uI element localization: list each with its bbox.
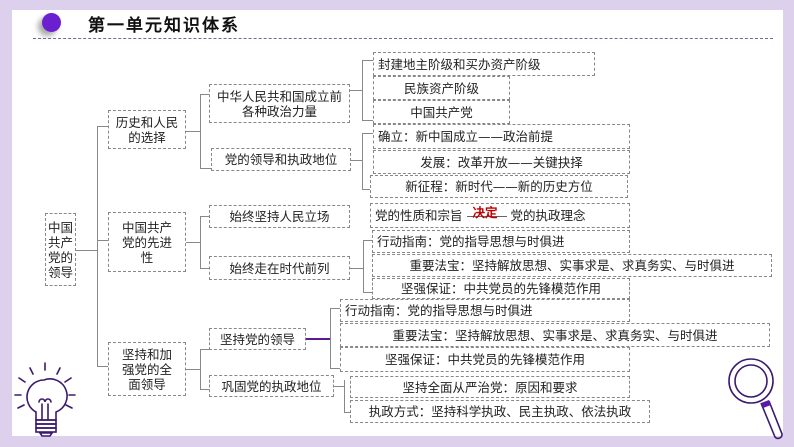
leaf: 坚持全面从严治党：原因和要求 bbox=[350, 376, 630, 398]
leaf: 封建地主阶级和买办资产阶级 bbox=[373, 52, 595, 76]
connector bbox=[344, 380, 345, 412]
connector bbox=[362, 120, 373, 121]
node-keep-pace: 始终走在时代前列 bbox=[209, 256, 350, 280]
relation-label: 决定 bbox=[472, 205, 498, 220]
page-title: 第一单元知识体系 bbox=[88, 16, 240, 36]
connector bbox=[344, 412, 350, 413]
leaf: 坚强保证：中共党员的先锋模范作用 bbox=[340, 347, 630, 372]
connector bbox=[200, 216, 209, 217]
connector bbox=[200, 389, 209, 390]
connector bbox=[97, 126, 108, 127]
connector bbox=[362, 60, 363, 120]
root-node: 中国共产党的领导 bbox=[45, 213, 76, 286]
node-overall-leadership: 坚持和加强党的全面领导 bbox=[108, 342, 186, 396]
connector bbox=[351, 160, 362, 161]
connector bbox=[363, 240, 372, 241]
title-divider bbox=[33, 38, 773, 39]
connector bbox=[200, 94, 209, 95]
leaf: 民族资产阶级 bbox=[373, 76, 510, 100]
node-party-advanced: 中国共产党的先进性 bbox=[108, 212, 186, 272]
connector bbox=[363, 292, 372, 293]
connector bbox=[200, 268, 209, 269]
arrow-line bbox=[466, 216, 507, 217]
connector bbox=[330, 368, 340, 369]
connector bbox=[306, 338, 330, 340]
title-bullet-icon bbox=[42, 13, 61, 32]
connector bbox=[330, 308, 331, 368]
node-people-stance: 始终坚持人民立场 bbox=[209, 205, 350, 228]
leaf: 新征程：新时代——新的历史方位 bbox=[370, 175, 628, 198]
leaf: 行动指南：党的指导思想与时俱进 bbox=[372, 230, 630, 253]
connector bbox=[200, 349, 209, 350]
leaf: 坚强保证：中共党员的先锋模范作用 bbox=[372, 278, 630, 299]
relation-arrow: 决定 bbox=[463, 205, 511, 220]
connector bbox=[186, 131, 200, 132]
connector bbox=[350, 90, 362, 91]
connector bbox=[362, 60, 373, 61]
relation-right: 党的执政理念 bbox=[510, 208, 586, 223]
connector bbox=[334, 386, 344, 387]
magnifier-icon bbox=[728, 358, 783, 440]
leaf: 确立：新中国成立——政治前提 bbox=[373, 124, 630, 149]
node-history-choice: 历史和人民的选择 bbox=[108, 110, 186, 149]
leaf: 重要法宝：坚持解放思想、实事求是、求真务实、与时俱进 bbox=[372, 254, 772, 277]
leaf: 中国共产党 bbox=[373, 100, 510, 124]
connector bbox=[200, 349, 201, 389]
leaf: 发展：改革开放——关键抉择 bbox=[373, 150, 630, 174]
connector bbox=[363, 240, 364, 292]
connector bbox=[200, 94, 201, 168]
connector bbox=[76, 250, 97, 251]
connector bbox=[362, 133, 363, 189]
node-consolidate-status: 巩固党的执政地位 bbox=[209, 375, 334, 397]
lightbulb-icon bbox=[14, 362, 76, 437]
leaf: 重要法宝：坚持解放思想、实事求是、求真务实、与时俱进 bbox=[340, 323, 770, 347]
connector bbox=[350, 268, 363, 269]
connector bbox=[200, 216, 201, 268]
leaf: 行动指南：党的指导思想与时俱进 bbox=[340, 299, 630, 322]
node-leading-status: 党的领导和执政地位 bbox=[211, 148, 351, 171]
node-uphold-leadership: 坚持党的领导 bbox=[209, 328, 306, 350]
node-political-forces: 中华人民共和国成立前各种政治力量 bbox=[209, 84, 350, 123]
connector bbox=[97, 366, 108, 367]
leaf: 执政方式：坚持科学执政、民主执政、依法执政 bbox=[350, 400, 650, 423]
connector bbox=[330, 308, 340, 309]
connector bbox=[362, 189, 372, 190]
connector bbox=[97, 240, 108, 241]
connector bbox=[200, 168, 211, 169]
connector bbox=[186, 242, 200, 243]
connector bbox=[362, 133, 373, 134]
connector bbox=[97, 126, 98, 366]
connector bbox=[186, 369, 200, 370]
relation-left: 党的性质和宗旨 bbox=[375, 208, 463, 223]
leaf-relation: 党的性质和宗旨 决定 党的执政理念 bbox=[370, 203, 630, 228]
